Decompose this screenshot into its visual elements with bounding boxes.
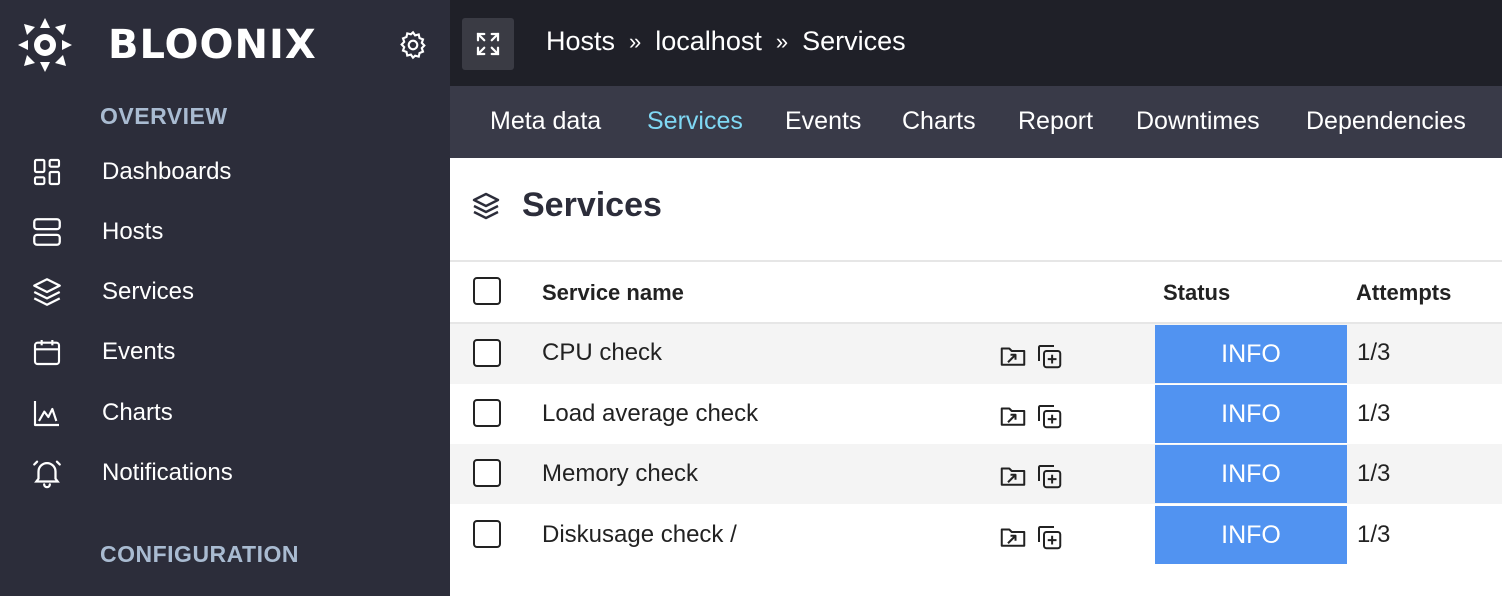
attempts-cell: 1/3 [1357, 460, 1391, 487]
chart-icon [28, 394, 66, 432]
row-checkbox[interactable] [473, 339, 501, 367]
page-header: Services [470, 186, 662, 225]
row-checkbox[interactable] [473, 520, 501, 548]
tab-events[interactable]: Events [785, 107, 862, 135]
sidebar-item-label: Charts [102, 399, 173, 426]
row-checkbox[interactable] [473, 459, 501, 487]
tab-downtimes[interactable]: Downtimes [1136, 107, 1260, 135]
column-header-status[interactable]: Status [1163, 280, 1231, 305]
divider [450, 260, 1502, 262]
sidebar-item-label: Notifications [102, 459, 233, 486]
tab-charts[interactable]: Charts [902, 107, 976, 135]
status-badge: INFO [1155, 506, 1347, 564]
sidebar-item-dashboards[interactable]: Dashboards [28, 152, 231, 192]
dashboard-icon [28, 153, 66, 191]
brand[interactable]: BLOONIX [14, 14, 317, 76]
folder-link-icon[interactable] [998, 401, 1028, 431]
breadcrumb-hosts[interactable]: Hosts [546, 26, 616, 56]
column-header-service-name[interactable]: Service name [542, 280, 684, 305]
breadcrumb-services: Services [802, 26, 906, 56]
sidebar-item-label: Services [102, 278, 195, 305]
topbar: Hosts » localhost » Services [450, 0, 1502, 86]
page-title: Services [522, 186, 662, 224]
tab-services[interactable]: Services [647, 107, 743, 135]
service-name-cell[interactable]: Load average check [542, 400, 759, 427]
copy-add-icon[interactable] [1034, 401, 1064, 431]
sidebar-item-charts[interactable]: Charts [28, 393, 173, 433]
breadcrumb-localhost[interactable]: localhost [655, 26, 762, 56]
select-all-checkbox[interactable] [473, 277, 501, 305]
sidebar-item-notifications[interactable]: Notifications [28, 453, 233, 493]
copy-add-icon[interactable] [1034, 522, 1064, 552]
attempts-cell: 1/3 [1357, 521, 1391, 548]
bell-icon [28, 454, 66, 492]
bloonix-logo-icon [18, 18, 72, 72]
copy-add-icon[interactable] [1034, 461, 1064, 491]
tab-bar: Meta data Services Events Charts Report … [450, 86, 1502, 158]
attempts-cell: 1/3 [1357, 400, 1391, 427]
tab-report[interactable]: Report [1018, 107, 1094, 135]
folder-link-icon[interactable] [998, 341, 1028, 371]
sidebar: BLOONIX OVERVIEW Dashboards Hosts Servic… [0, 0, 450, 596]
sidebar-item-hosts[interactable]: Hosts [28, 212, 163, 252]
service-name-cell[interactable]: Memory check [542, 460, 699, 487]
expand-icon [476, 32, 500, 56]
status-badge: INFO [1155, 385, 1347, 443]
attempts-cell: 1/3 [1357, 339, 1391, 366]
divider [450, 322, 1502, 324]
section-label-configuration: CONFIGURATION [100, 541, 300, 567]
breadcrumb-separator: » [629, 28, 642, 54]
layers-icon [28, 273, 66, 311]
column-header-attempts[interactable]: Attempts [1356, 280, 1452, 305]
sidebar-item-events[interactable]: Events [28, 332, 175, 372]
sidebar-item-label: Hosts [102, 218, 164, 245]
service-name-cell[interactable]: Diskusage check / [542, 521, 737, 548]
sidebar-item-label: Dashboards [102, 158, 232, 185]
copy-add-icon[interactable] [1034, 341, 1064, 371]
tab-meta-data[interactable]: Meta data [490, 107, 602, 135]
layers-icon [472, 192, 500, 219]
row-checkbox[interactable] [473, 399, 501, 427]
section-label-overview: OVERVIEW [100, 103, 228, 129]
breadcrumb: Hosts » localhost » Services [546, 26, 906, 57]
brand-name: BLOONIX [108, 22, 317, 68]
sidebar-item-label: Events [102, 338, 176, 365]
folder-link-icon[interactable] [998, 522, 1028, 552]
breadcrumb-separator: » [775, 28, 789, 54]
status-badge: INFO [1155, 445, 1347, 503]
expand-button[interactable] [462, 18, 514, 70]
service-name-cell[interactable]: CPU check [542, 339, 663, 366]
gear-icon[interactable] [397, 29, 429, 61]
server-icon [28, 213, 66, 251]
folder-link-icon[interactable] [998, 461, 1028, 491]
sidebar-item-services[interactable]: Services [28, 272, 194, 312]
calendar-icon [28, 333, 66, 371]
tab-dependencies[interactable]: Dependencies [1306, 107, 1466, 135]
status-badge: INFO [1155, 325, 1347, 383]
